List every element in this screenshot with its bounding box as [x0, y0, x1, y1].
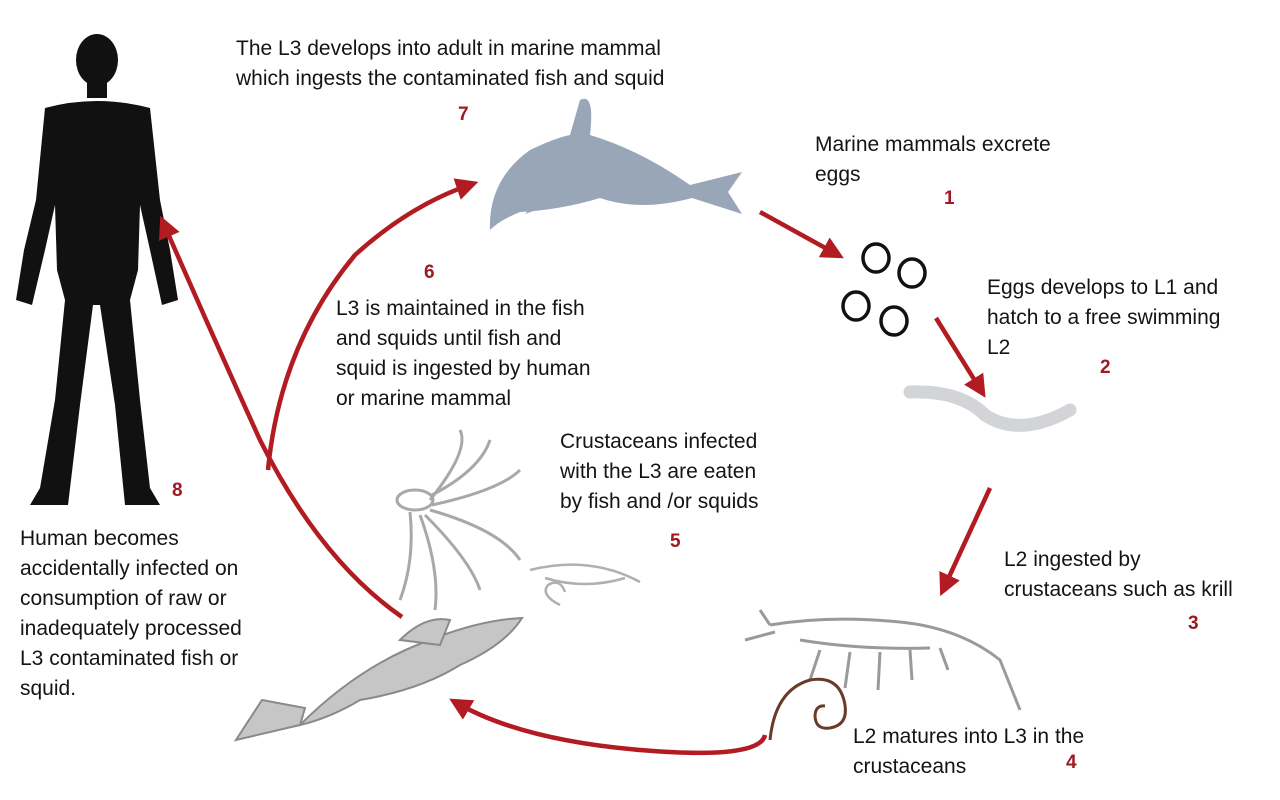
larva-icon — [903, 385, 1077, 432]
step-6-number: 6 — [424, 262, 435, 283]
human-silhouette-icon — [16, 34, 178, 505]
step-8-text: Human becomes accidentally infected on c… — [20, 527, 242, 700]
arrow-2-to-larva — [934, 316, 986, 398]
step-4-text: L2 matures into L3 in the crustaceans — [853, 725, 1085, 778]
step-4-number: 4 — [1066, 752, 1077, 773]
step-6-text: L3 is maintained in the fish and squids … — [336, 297, 591, 410]
cycle-arrows — [158, 178, 993, 756]
arrow-1-to-2 — [758, 210, 844, 259]
step-8-number: 8 — [172, 480, 183, 501]
squid-icon — [395, 429, 522, 611]
eggs-icon — [841, 242, 927, 337]
arrow-fish-to-human — [158, 215, 404, 619]
arrow-krill-to-fish — [449, 698, 768, 756]
step-1-number: 1 — [944, 188, 955, 209]
dolphin-icon — [489, 98, 742, 231]
step-7-number: 7 — [458, 104, 469, 125]
l3-larva-icon — [768, 677, 847, 741]
step-2-text: Eggs develops to L1 and hatch to a free … — [987, 276, 1221, 359]
shrimp-icon — [529, 563, 641, 607]
arrow-larva-to-3 — [939, 487, 993, 597]
fish-icon — [233, 616, 524, 742]
step-5-number: 5 — [670, 531, 681, 552]
step-5-text: Crustaceans infected with the L3 are eat… — [560, 430, 759, 513]
step-2-number: 2 — [1100, 357, 1111, 378]
krill-icon — [744, 609, 1022, 711]
step-3-text: L2 ingested by crustaceans such as krill — [1004, 548, 1233, 601]
arrow-fish-to-dolphin — [265, 178, 479, 471]
step-3-number: 3 — [1188, 613, 1199, 634]
step-7-text: The L3 develops into adult in marine mam… — [236, 37, 665, 90]
step-1-text: Marine mammals excrete eggs — [815, 133, 1051, 186]
